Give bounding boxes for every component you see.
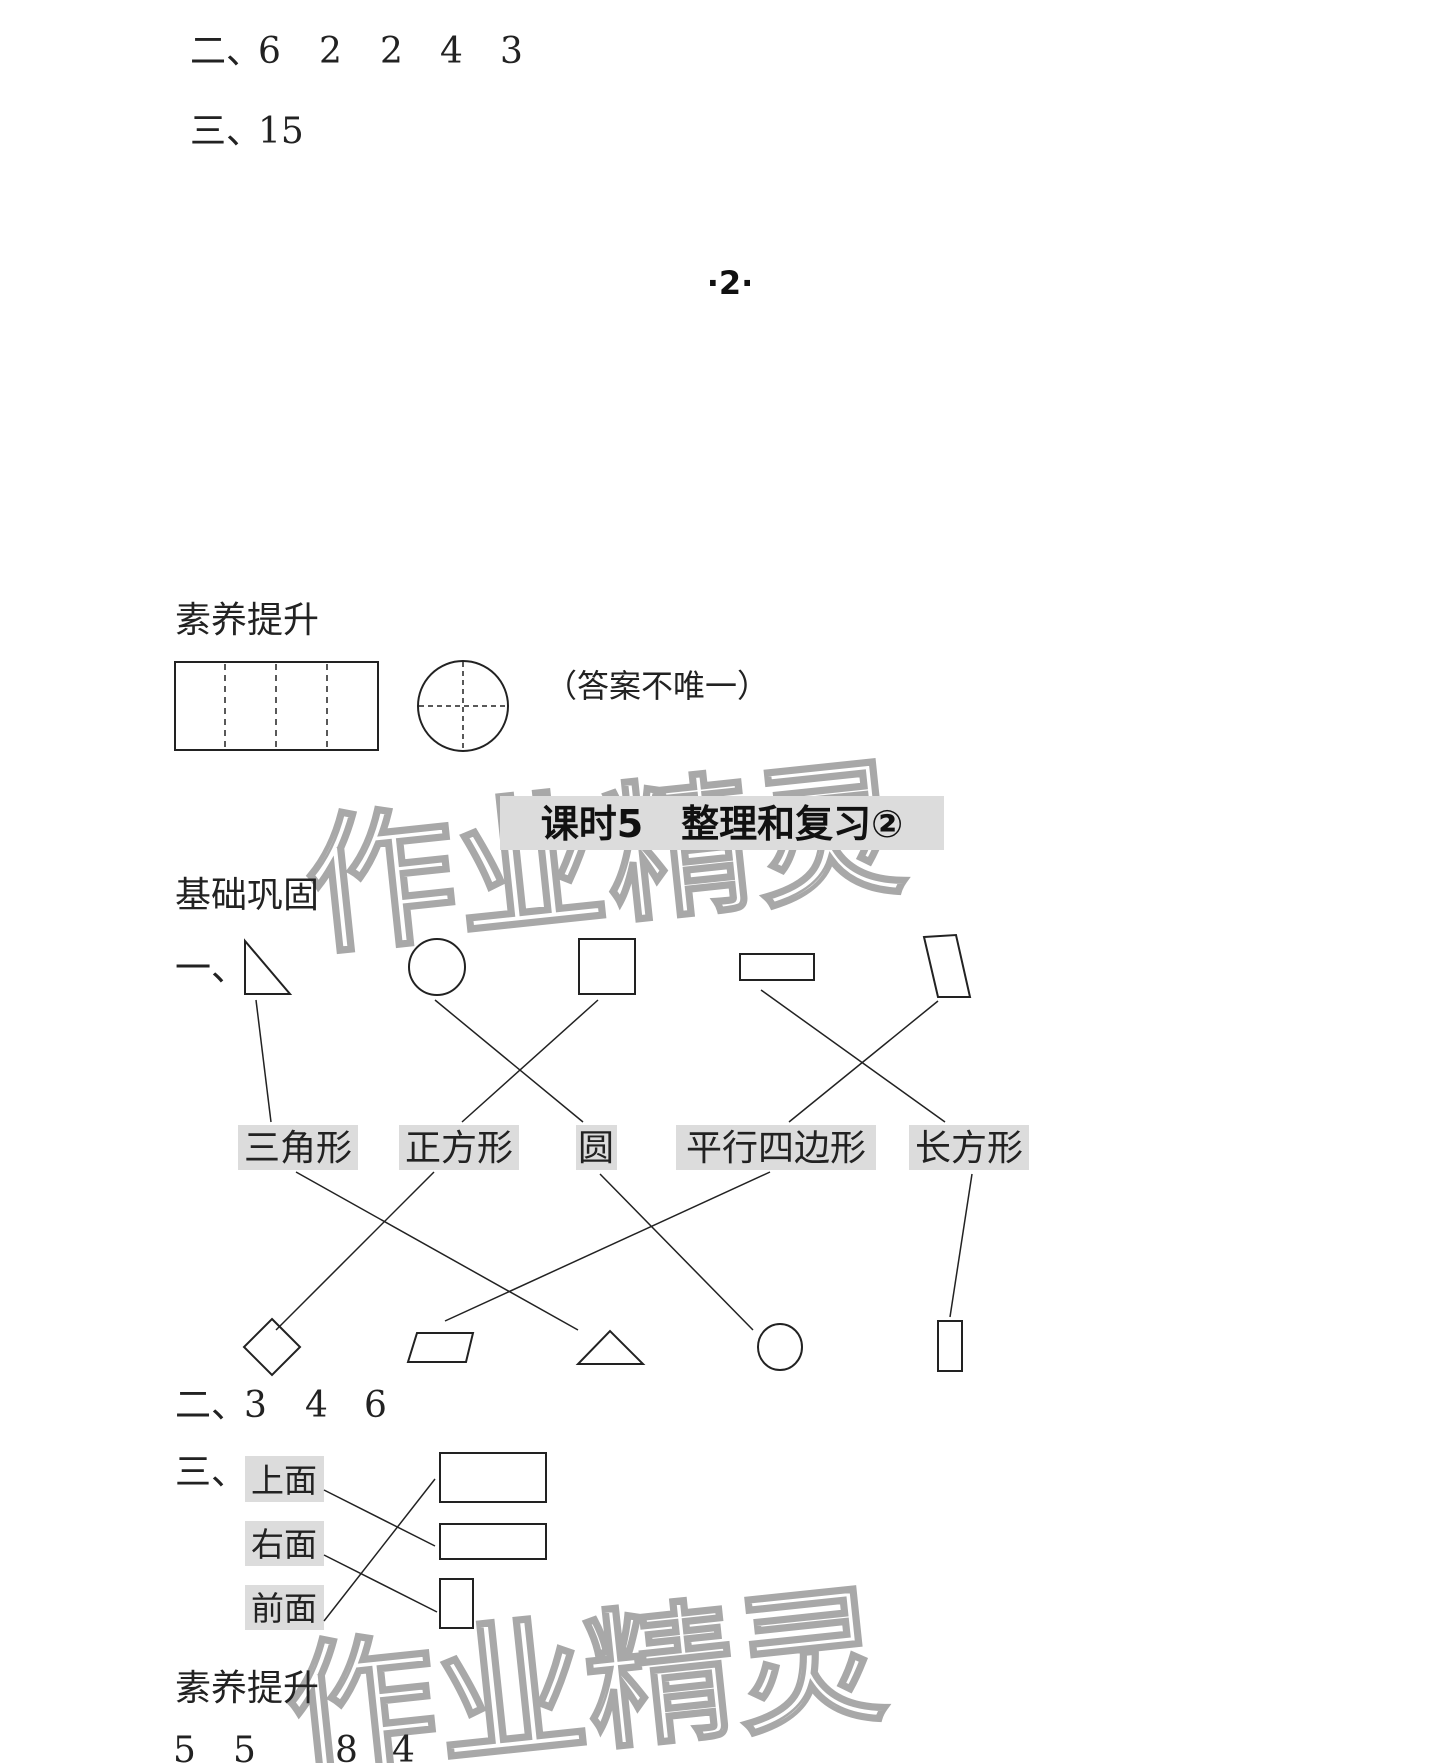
view-tag: [245, 1585, 324, 1630]
shape-name-tag: [576, 1125, 617, 1170]
literacy-answer: 8: [335, 1730, 358, 1763]
q2-answer: 4: [305, 1385, 328, 1426]
shape-name-tag: [399, 1125, 519, 1170]
shape-name-tag: [238, 1125, 358, 1170]
circle-shape: [408, 938, 466, 996]
q2-answer: 6: [364, 1385, 387, 1426]
section-heading: 素养提升: [175, 600, 319, 641]
q2-label: 二、: [190, 31, 262, 72]
right-triangle-shape: [244, 938, 293, 995]
folded-rectangle-figure: [174, 661, 379, 751]
q3-label: 三、: [190, 111, 262, 152]
shape-name-tag: [676, 1125, 876, 1170]
literacy-answer: 5: [173, 1730, 196, 1763]
q2-answer: 2: [380, 31, 403, 72]
view-rectangle: [439, 1523, 547, 1560]
view-rectangle: [439, 1578, 474, 1629]
q2-answer: 4: [440, 31, 463, 72]
shape-name: 圆: [578, 1128, 614, 1169]
view-name: 前面: [251, 1589, 317, 1628]
literacy-answer: 5: [233, 1730, 256, 1763]
parallelogram-shape: [406, 1332, 475, 1363]
circle-shape: [757, 1323, 803, 1371]
q2-answer: 6: [258, 31, 281, 72]
shape-name: 正方形: [405, 1128, 513, 1169]
page-number: ·2·: [707, 264, 754, 302]
rectangle-shape: [739, 953, 815, 981]
q2-answer: 3: [244, 1385, 267, 1426]
q2-label: 二、: [175, 1385, 247, 1426]
view-name: 上面: [251, 1461, 317, 1500]
match-lines: [255, 989, 973, 1331]
view-rectangle: [439, 1452, 547, 1503]
q2-answer: 3: [500, 31, 523, 72]
shape-name: 平行四边形: [686, 1128, 866, 1169]
lesson-title: 课时5 整理和复习②: [541, 802, 904, 846]
square-shape: [578, 938, 636, 995]
diamond-shape: [242, 1317, 302, 1377]
watermark: 作业精灵: [298, 741, 913, 977]
q1-label: 一、: [175, 948, 247, 989]
folded-circle-figure: [417, 660, 509, 752]
literacy-answer: 4: [392, 1730, 415, 1763]
section-heading: 素养提升: [175, 1668, 319, 1709]
parallelogram-shape: [922, 933, 972, 998]
triangle-shape: [575, 1329, 646, 1365]
answer-note: （答案不唯一）: [545, 667, 769, 705]
shape-name-tag: [909, 1125, 1029, 1170]
view-tag: [245, 1521, 324, 1566]
view-name: 右面: [251, 1525, 317, 1564]
rectangle-shape: [937, 1320, 963, 1372]
shape-name: 三角形: [244, 1128, 352, 1169]
lesson-title-band: [500, 796, 944, 850]
shape-name: 长方形: [915, 1128, 1023, 1169]
view-match-lines: [323, 1478, 438, 1622]
section-heading: 基础巩固: [175, 875, 319, 916]
q3-answer: 15: [258, 111, 304, 152]
view-tag: [245, 1456, 324, 1502]
q3-label: 三、: [175, 1452, 247, 1493]
q2-answer: 2: [319, 31, 342, 72]
watermark: 作业精灵: [278, 1568, 893, 1763]
